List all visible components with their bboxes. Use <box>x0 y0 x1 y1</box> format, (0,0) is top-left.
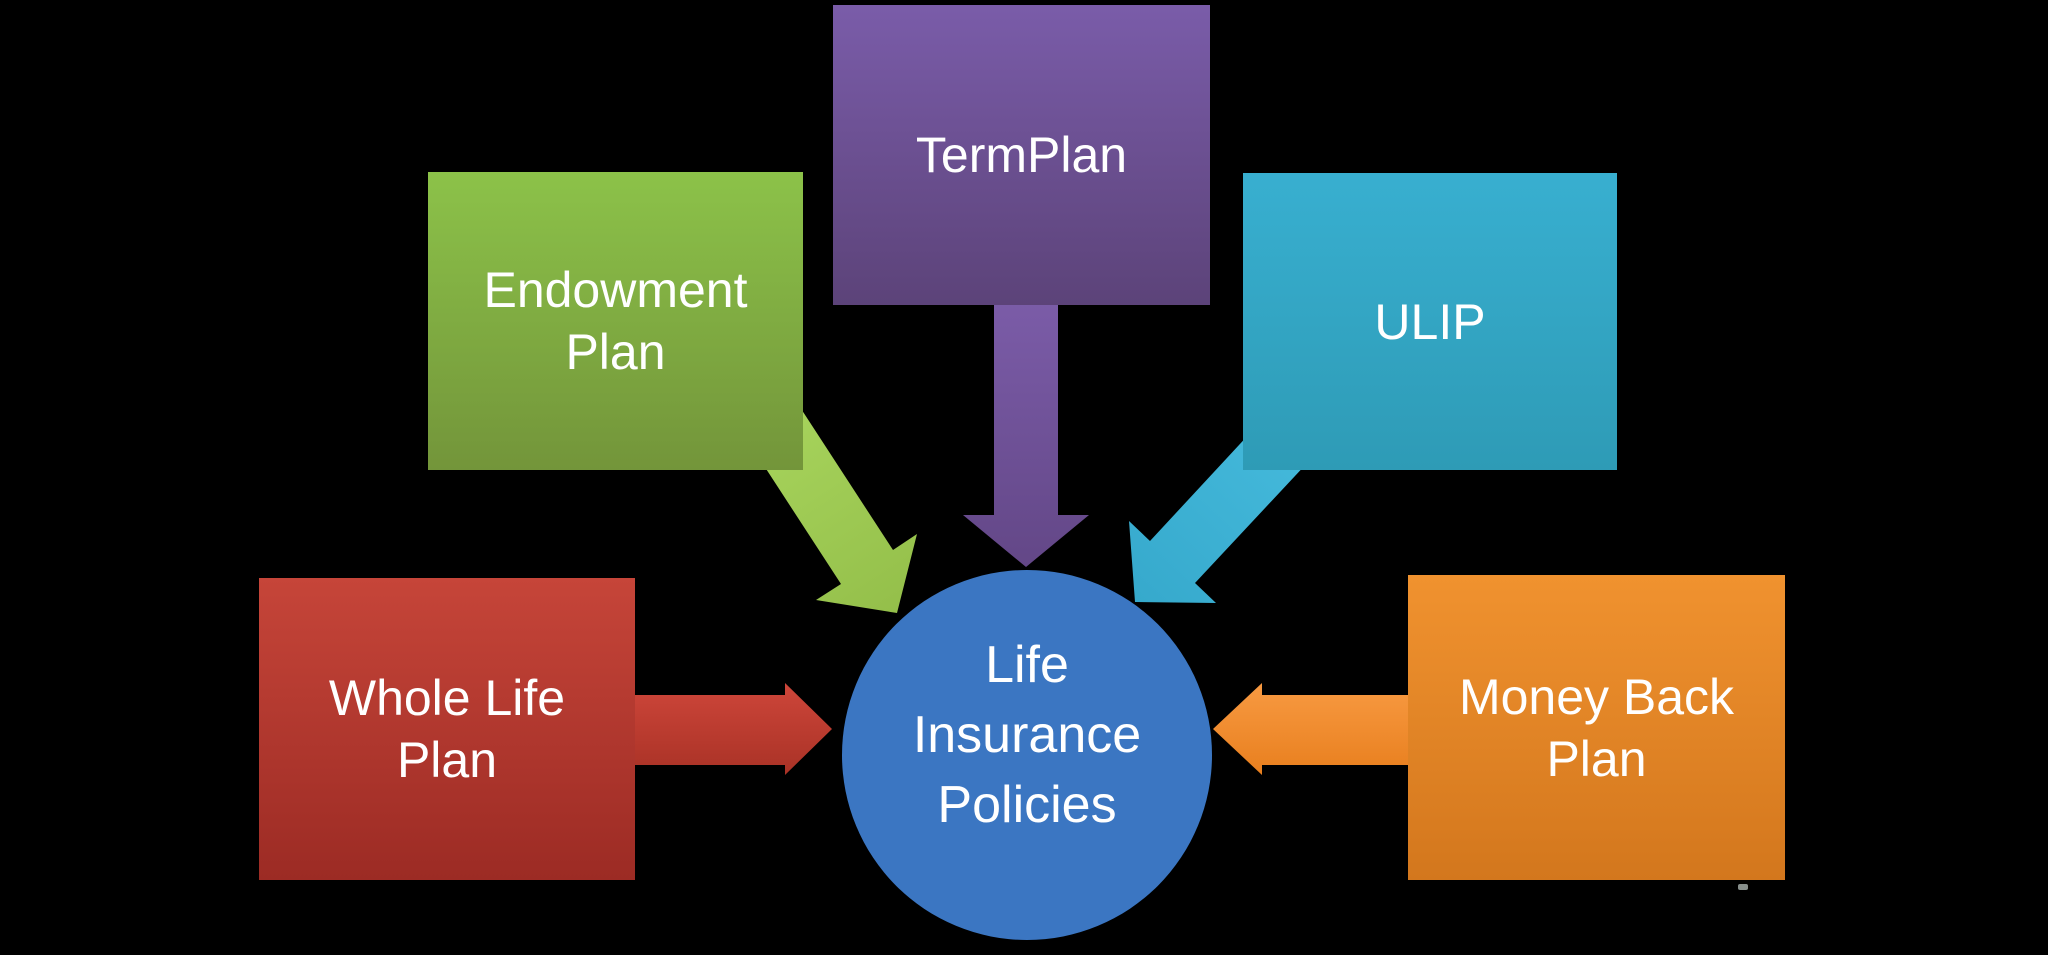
stray-mark <box>1738 884 1748 890</box>
node-life-insurance-policies-label: Life Insurance Policies <box>913 630 1141 880</box>
node-ulip-label: ULIP <box>1374 291 1485 353</box>
node-endowment-plan-label: Endowment Plan <box>483 259 747 383</box>
label-line: ULIP <box>1374 293 1486 350</box>
label-line: Money Back <box>1458 668 1735 725</box>
node-endowment-plan: Endowment Plan <box>428 172 803 470</box>
node-term-plan-label: TermPlan <box>916 124 1127 186</box>
node-whole-life-plan-label: Whole Life Plan <box>329 667 565 791</box>
arrow-whole-life-plan-to-center <box>630 683 832 775</box>
node-ulip: ULIP <box>1243 173 1617 470</box>
label-line: Policies <box>937 776 1117 834</box>
label-line: Plan <box>565 324 666 380</box>
node-whole-life-plan: Whole Life Plan <box>259 578 635 880</box>
label-line: Life <box>985 636 1069 694</box>
label-line: Plan <box>1546 730 1647 787</box>
node-life-insurance-policies: Life Insurance Policies <box>842 570 1212 940</box>
label-line: Plan <box>396 732 498 788</box>
label-line: Whole Life <box>328 670 566 726</box>
label-line: TermPlan <box>915 127 1128 183</box>
label-line: Endowment <box>483 262 748 318</box>
arrow-money-back-plan-to-center <box>1213 683 1410 775</box>
node-money-back-plan-label: Money Back Plan <box>1459 666 1734 790</box>
arrow-term-plan-to-center <box>963 300 1089 567</box>
label-line: Insurance <box>912 706 1142 764</box>
node-money-back-plan: Money Back Plan <box>1408 575 1785 880</box>
node-term-plan: TermPlan <box>833 5 1210 305</box>
